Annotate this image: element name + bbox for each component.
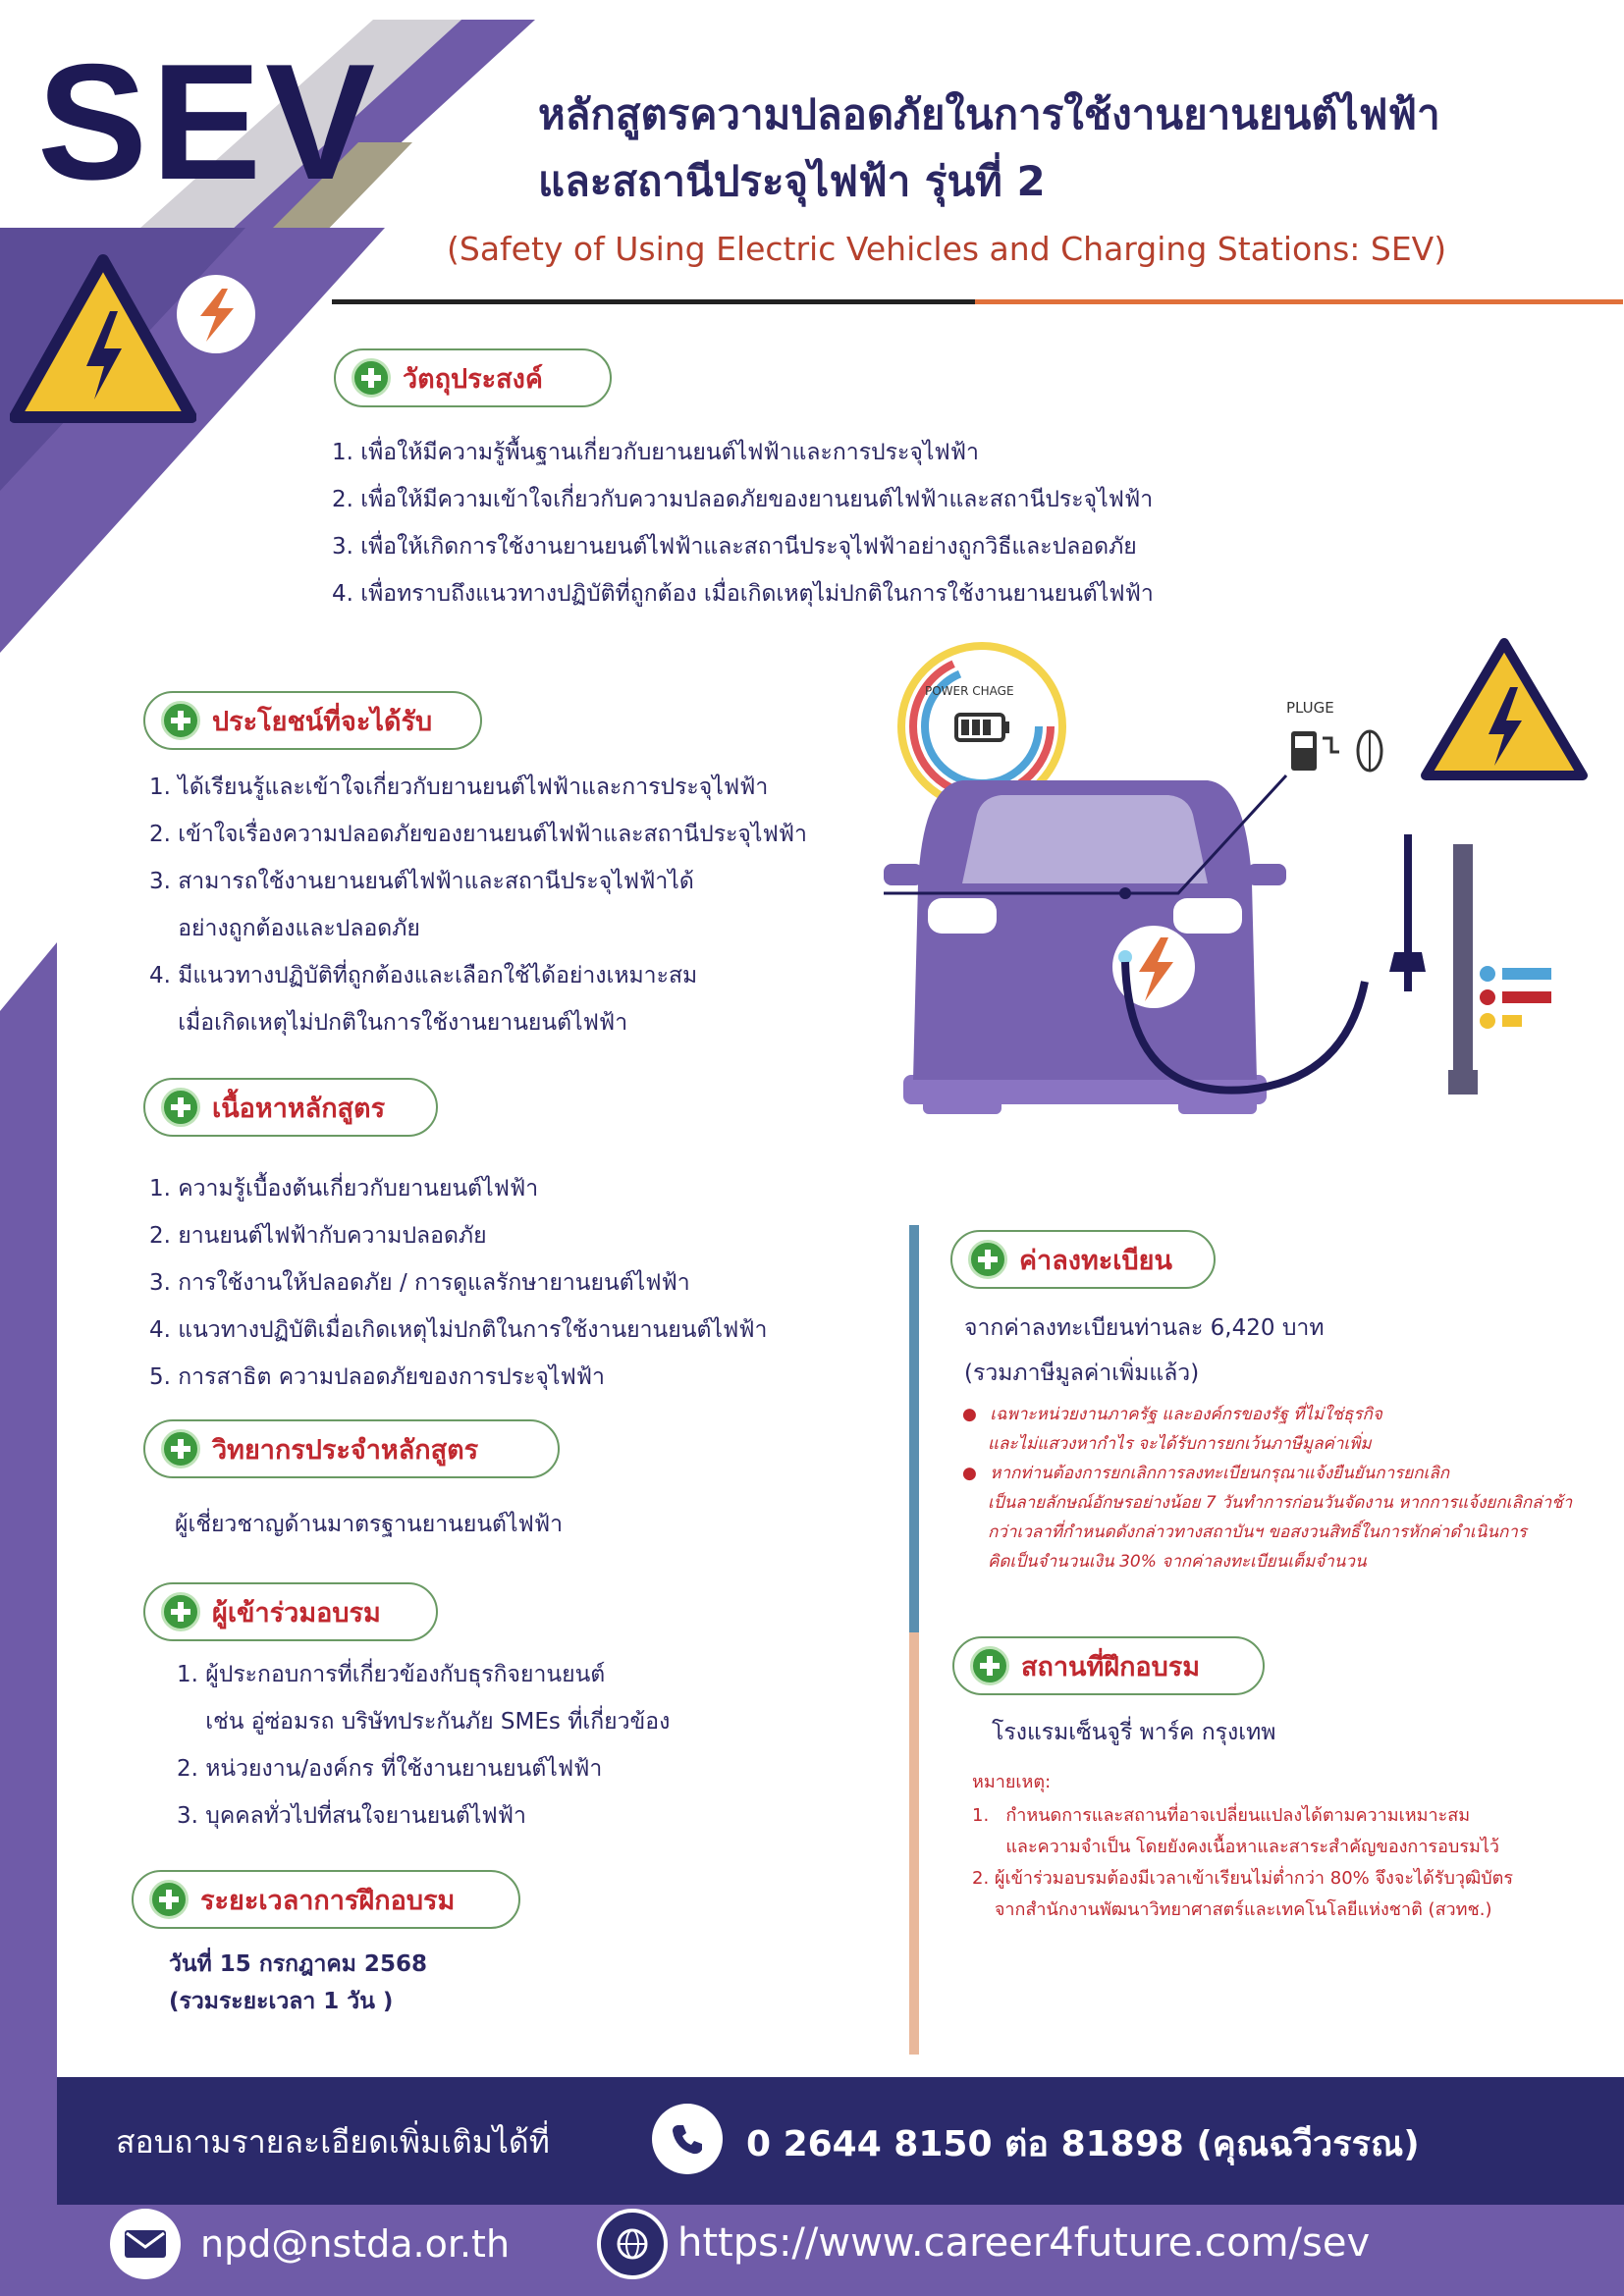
objectives-list: 1. เพื่อให้มีความรู้พื้นฐานเกี่ยวกับยานย… <box>332 429 1154 617</box>
benefits-list: 1. ได้เรียนรู้และเข้าใจเกี่ยวกับยานยนต์ไ… <box>149 764 807 1046</box>
list-item: 4. เพื่อทราบถึงแนวทางปฏิบัติที่ถูกต้อง เ… <box>332 581 1154 607</box>
green-cross-icon <box>149 1880 189 1919</box>
fee-notes: ● เฉพาะหน่วยงานภาครัฐ และองค์กรของรัฐ ที… <box>962 1400 1572 1576</box>
participants-heading: ผู้เข้าร่วมอบรม <box>143 1582 438 1641</box>
remark-item: 2. ผู้เข้าร่วมอบรมต้องมีเวลาเข้าเรียนไม่… <box>972 1868 1514 1889</box>
speaker-text: ผู้เชี่ยวชาญด้านมาตรฐานยานยนต์ไฟฟ้า <box>175 1512 564 1537</box>
email-icon <box>110 2209 181 2279</box>
participants-list: 1. ผู้ประกอบการที่เกี่ยวข้องกับธุรกิจยาน… <box>177 1651 670 1840</box>
fee-note: เป็นลายลักษณ์อักษรอย่างน้อย 7 วันทำการก่… <box>988 1493 1573 1513</box>
green-cross-icon <box>352 358 391 398</box>
bolt-icon <box>177 275 255 353</box>
duration-date: วันที่ 15 กรกฎาคม 2568 <box>169 1951 427 1977</box>
venue-name: โรงแรมเซ็นจูรี่ พาร์ค กรุงเทพ <box>992 1720 1276 1745</box>
fee-heading: ค่าลงทะเบียน <box>950 1230 1216 1289</box>
bullet-icon: ● <box>962 1464 977 1483</box>
duration-heading: ระยะเวลาการฝึกอบรม <box>132 1870 520 1929</box>
content-heading: เนื้อหาหลักสูตร <box>143 1078 438 1137</box>
fee-note: ● เฉพาะหน่วยงานภาครัฐ และองค์กรของรัฐ ที… <box>962 1405 1382 1424</box>
fee-note: คิดเป็นจำนวนเงิน 30% จากค่าลงทะเบียนเต็ม… <box>988 1552 1367 1572</box>
green-cross-icon <box>161 1088 200 1127</box>
fee-amount: จากค่าลงทะเบียนท่านละ 6,420 บาท <box>964 1315 1325 1341</box>
list-item: 1. เพื่อให้มีความรู้พื้นฐานเกี่ยวกับยานย… <box>332 440 979 465</box>
list-item: อย่างถูกต้องและปลอดภัย <box>149 916 420 941</box>
phone-number[interactable]: 0 2644 8150 ต่อ 81898 (คุณฉวีวรรณ) <box>746 2124 1420 2164</box>
ev-charging-illustration <box>884 638 1588 1114</box>
benefits-heading: ประโยชน์ที่จะได้รับ <box>143 691 482 750</box>
list-item: 3. การใช้งานให้ปลอดภัย / การดูแลรักษายาน… <box>149 1270 690 1296</box>
footer-contact-bar <box>57 2077 1624 2205</box>
plug-label: PLUGE <box>1286 699 1334 717</box>
list-item: 2. เข้าใจเรื่องความปลอดภัยของยานยนต์ไฟฟ้… <box>149 822 807 847</box>
sev-logo: SEV <box>37 29 380 214</box>
list-item: เช่น อู่ซ่อมรถ บริษัทประกันภัย SMEs ที่เ… <box>177 1709 671 1735</box>
warning-icon <box>10 254 196 423</box>
objectives-heading: วัตถุประสงค์ <box>334 348 612 407</box>
list-item: 2. หน่วยงาน/องค์กร ที่ใช้งานยานยนต์ไฟฟ้า <box>177 1756 603 1782</box>
list-item: 4. มีแนวทางปฏิบัติที่ถูกต้องและเลือกใช้ไ… <box>149 963 698 988</box>
fee-note: ● หากท่านต้องการยกเลิกการลงทะเบียนกรุณาแ… <box>962 1464 1450 1483</box>
globe-icon <box>597 2209 668 2279</box>
fee-note: และไม่แสวงหากำไร จะได้รับการยกเว้นภาษีมู… <box>988 1434 1372 1454</box>
venue-heading: สถานที่ฝึกอบรม <box>952 1636 1265 1695</box>
page-title-line2: และสถานีประจุไฟฟ้า รุ่นที่ 2 <box>538 157 1046 205</box>
email-link[interactable]: npd@nstda.or.th <box>200 2222 511 2266</box>
green-cross-icon <box>970 1646 1009 1685</box>
list-item: 5. การสาธิต ความปลอดภัยของการประจุไฟฟ้า <box>149 1364 605 1390</box>
fee-vat: (รวมภาษีมูลค่าเพิ่มแล้ว) <box>964 1361 1200 1386</box>
list-item: 3. บุคคลทั่วไปที่สนใจยานยนต์ไฟฟ้า <box>177 1803 526 1829</box>
duration-length: (รวมระยะเวลา 1 วัน ) <box>169 1989 394 2014</box>
list-item: 1. ได้เรียนรู้และเข้าใจเกี่ยวกับยานยนต์ไ… <box>149 774 769 800</box>
page-title-line1: หลักสูตรความปลอดภัยในการใช้งานยานยนต์ไฟฟ… <box>538 90 1440 138</box>
green-cross-icon <box>161 1592 200 1631</box>
green-cross-icon <box>161 1429 200 1468</box>
remark-item: และความจำเป็น โดยยังคงเนื้อหาและสาระสำคั… <box>972 1837 1500 1857</box>
speaker-heading: วิทยากรประจำหลักสูตร <box>143 1419 560 1478</box>
venue-remarks: 1. กำหนดการและสถานที่อาจเปลี่ยนแปลงได้ตา… <box>972 1800 1513 1926</box>
list-item: 2. ยานยนต์ไฟฟ้ากับความปลอดภัย <box>149 1223 487 1249</box>
list-item: 1. ความรู้เบื้องต้นเกี่ยวกับยานยนต์ไฟฟ้า <box>149 1176 539 1201</box>
green-cross-icon <box>161 701 200 740</box>
fee-note: กว่าเวลาที่กำหนดดังกล่าวทางสถาบันฯ ขอสงว… <box>988 1522 1527 1542</box>
remark-item: จากสำนักงานพัฒนาวิทยาศาสตร์และเทคโนโลยีแ… <box>972 1899 1492 1920</box>
list-item: 2. เพื่อให้มีความเข้าใจเกี่ยวกับความปลอด… <box>332 487 1154 512</box>
power-charge-label: POWER CHAGE <box>925 684 1014 698</box>
remark-item: 1. กำหนดการและสถานที่อาจเปลี่ยนแปลงได้ตา… <box>972 1805 1471 1826</box>
list-item: 4. แนวทางปฏิบัติเมื่อเกิดเหตุไม่ปกติในกา… <box>149 1317 768 1343</box>
list-item: 1. ผู้ประกอบการที่เกี่ยวข้องกับธุรกิจยาน… <box>177 1662 606 1687</box>
green-cross-icon <box>968 1240 1007 1279</box>
header-rule-dark <box>332 299 975 304</box>
header-rule-orange <box>975 299 1623 304</box>
inquiry-text: สอบถามรายละเอียดเพิ่มเติมได้ที่ <box>116 2123 550 2161</box>
list-item: 3. สามารถใช้งานยานยนต์ไฟฟ้าและสถานีประจุ… <box>149 869 694 894</box>
page-subtitle: (Safety of Using Electric Vehicles and C… <box>447 230 1447 268</box>
bullet-icon: ● <box>962 1405 977 1424</box>
phone-icon <box>652 2104 723 2174</box>
venue-remark-label: หมายเหตุ: <box>972 1772 1052 1792</box>
content-list: 1. ความรู้เบื้องต้นเกี่ยวกับยานยนต์ไฟฟ้า… <box>149 1165 767 1401</box>
list-item: 3. เพื่อให้เกิดการใช้งานยานยนต์ไฟฟ้าและส… <box>332 534 1137 560</box>
website-link[interactable]: https://www.career4future.com/sev <box>677 2220 1371 2266</box>
list-item: เมื่อเกิดเหตุไม่ปกติในการใช้งานยานยนต์ไฟ… <box>149 1010 628 1036</box>
